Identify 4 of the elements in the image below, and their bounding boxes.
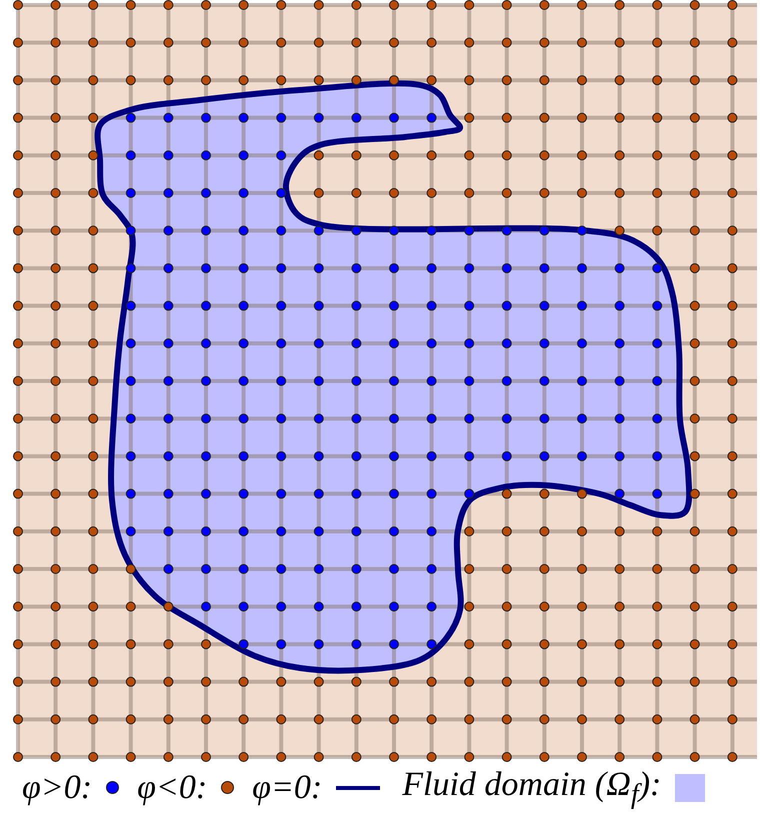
legend-label: φ<0:: [137, 769, 208, 807]
legend-label: φ=0:: [252, 769, 322, 807]
legend-label: Fluid domain (Ω$_{f}$):: [402, 766, 662, 810]
legend-label: φ>0:: [22, 769, 92, 807]
